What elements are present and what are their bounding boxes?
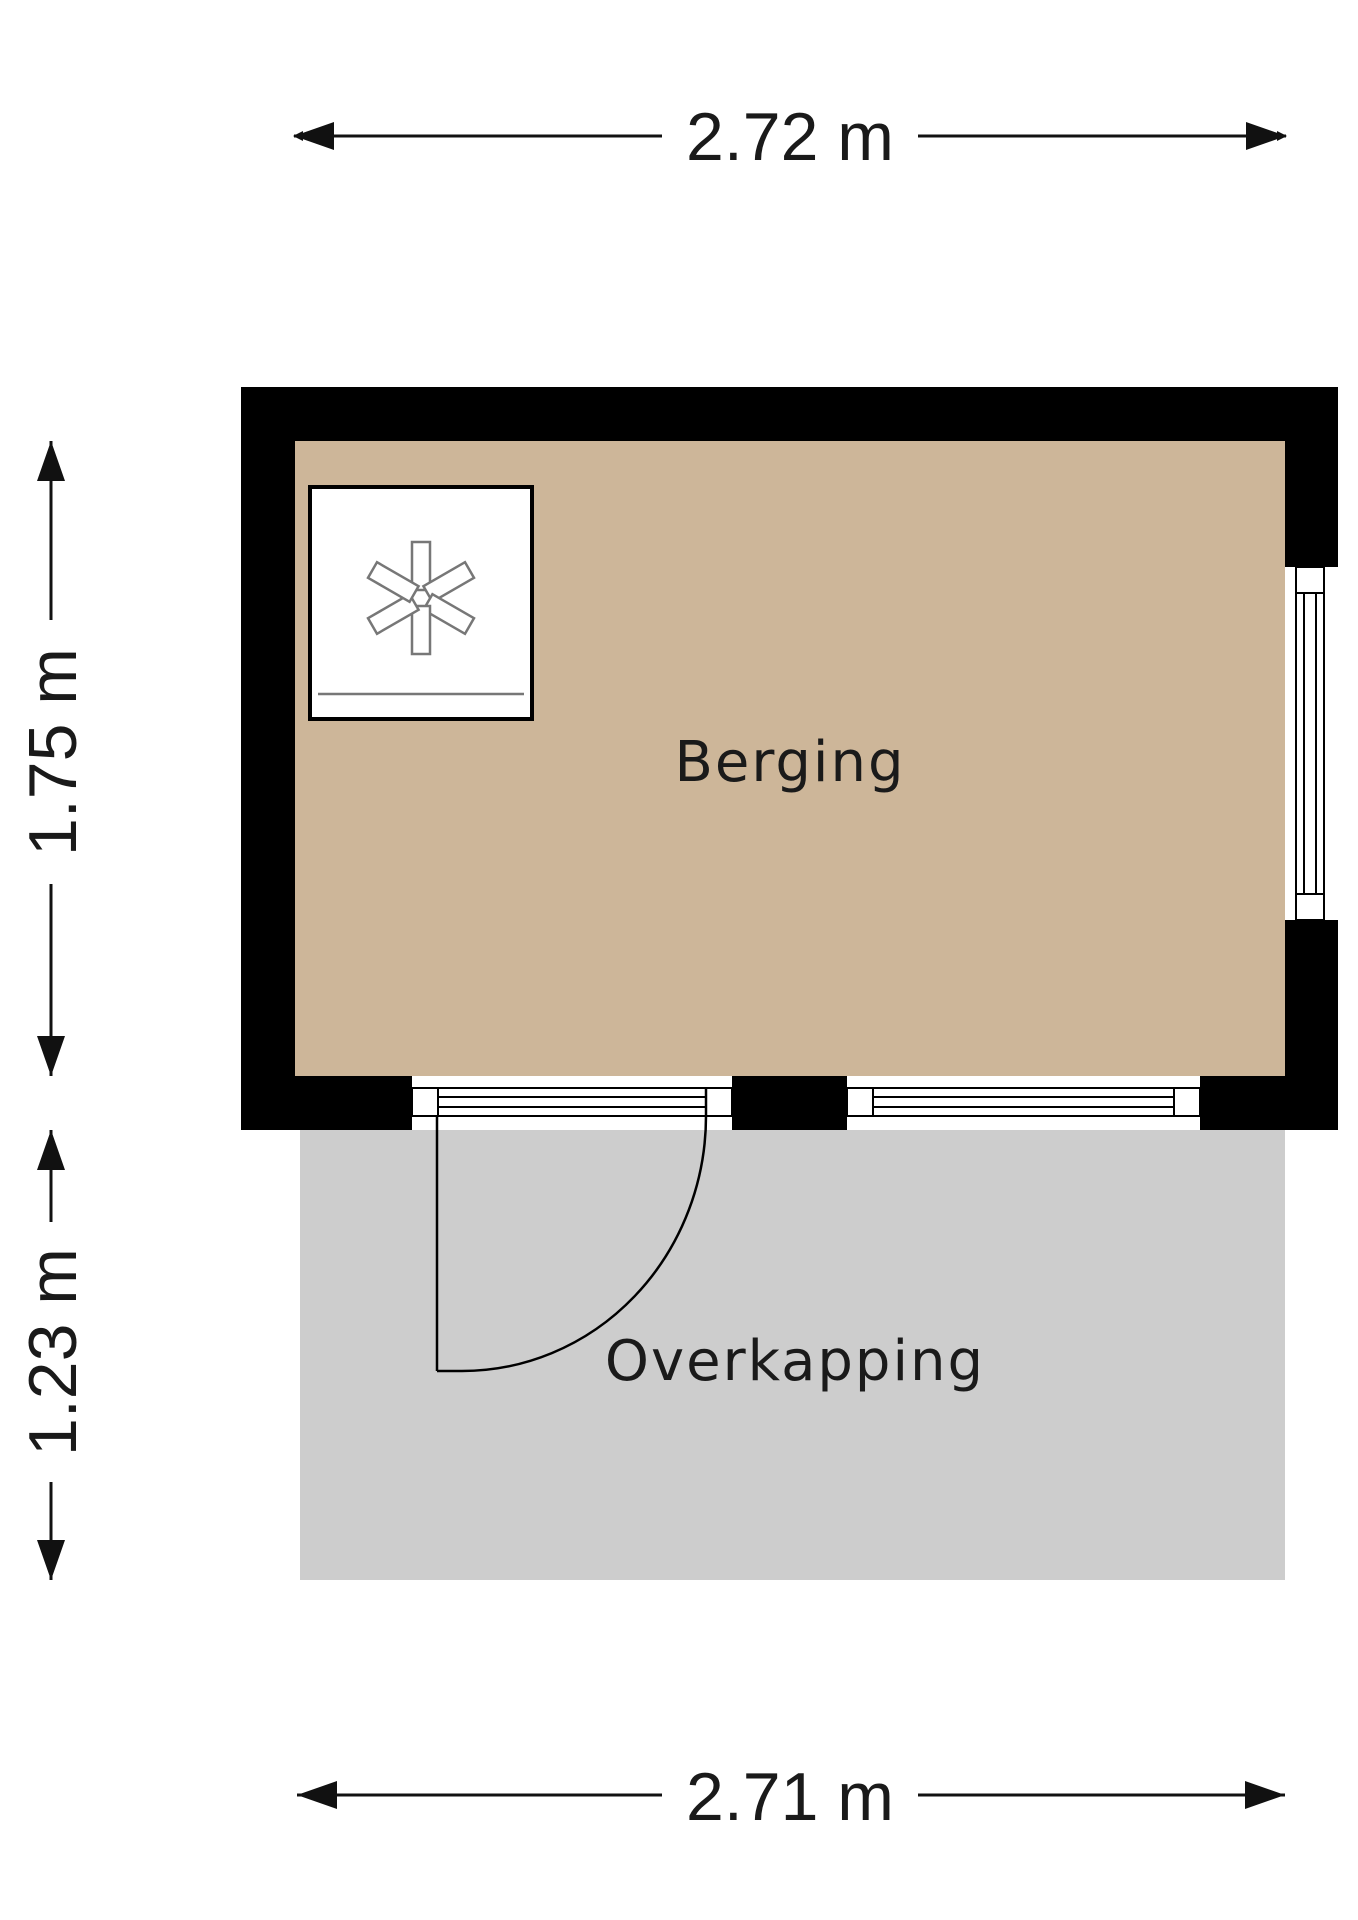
bottom-dimension: 2.71 m	[297, 1759, 1285, 1835]
front-window-opening	[846, 1076, 1201, 1130]
left-dimension-berging: 1.75 m	[15, 441, 91, 1076]
arrow-down-icon	[37, 1036, 65, 1076]
door-swing-icon	[435, 1088, 708, 1373]
arrow-right-icon	[1246, 122, 1286, 150]
arrow-right-icon	[1245, 1781, 1285, 1809]
top-dimension-label: 2.72 m	[686, 99, 894, 175]
room-label-overkapping: Overkapping	[605, 1329, 985, 1394]
left-dimension-overkapping-label: 1.23 m	[15, 1248, 91, 1456]
arrow-up-icon	[37, 1130, 65, 1170]
arrow-left-icon	[294, 122, 334, 150]
bottom-dimension-label: 2.71 m	[686, 1759, 894, 1835]
left-dimension-berging-label: 1.75 m	[15, 648, 91, 856]
arrow-left-icon	[297, 1781, 337, 1809]
overkapping-floor	[300, 1125, 1285, 1580]
front-door-opening	[411, 1076, 733, 1130]
top-dimension: 2.72 m	[293, 99, 1287, 175]
boiler-fan-icon	[308, 485, 534, 721]
right-window	[1285, 566, 1338, 921]
room-label-berging: Berging	[674, 730, 905, 795]
arrow-up-icon	[37, 441, 65, 481]
arrow-down-icon	[37, 1540, 65, 1580]
left-dimension-overkapping: 1.23 m	[15, 1130, 91, 1580]
